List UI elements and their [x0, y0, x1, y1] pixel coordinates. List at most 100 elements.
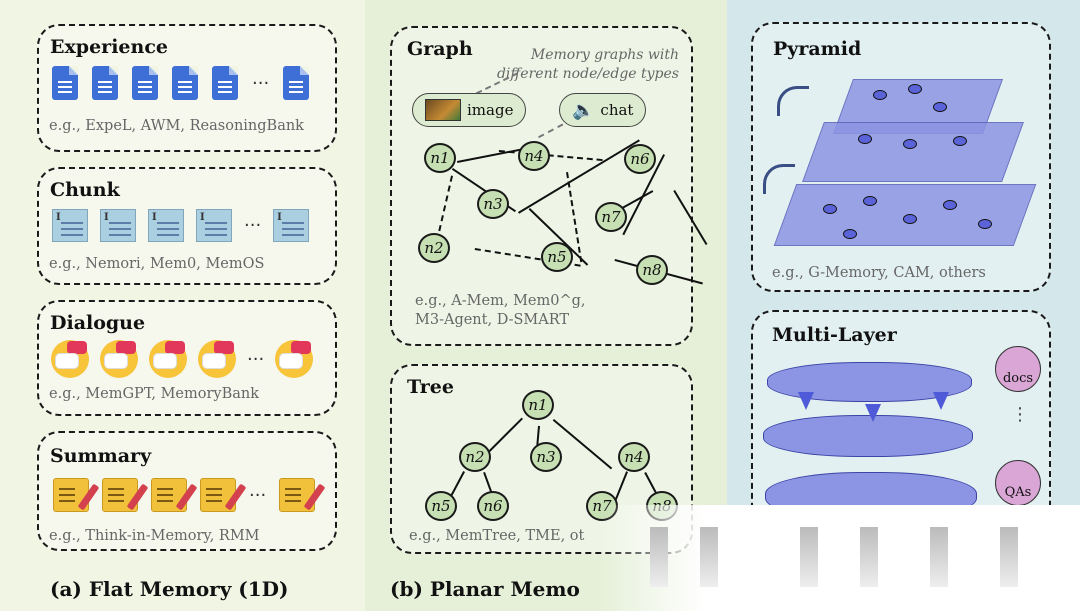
fade-stripe [930, 527, 948, 587]
chunk-icons: I I I I ··· I [52, 209, 310, 242]
curved-arrow-icon [763, 164, 795, 194]
audio-speaker-icon: 🔈 [572, 99, 595, 121]
chat-label: chat [600, 101, 634, 119]
chat-bubble-icon [100, 340, 138, 378]
text-chunk-icon: I [196, 209, 232, 242]
graph-examples-line1: e.g., A-Mem, Mem0^g, [415, 293, 586, 309]
graph-node-n5: n5 [541, 242, 573, 272]
graph-note: Memory graphs with different node/edge t… [497, 46, 679, 84]
summary-note-icon [102, 478, 149, 512]
docs-bubble: docs [995, 346, 1041, 392]
graph-node-n2: n2 [418, 233, 450, 263]
pyramid-node [903, 139, 917, 149]
experience-box: Experience ··· e.g., ExpeL, AWM, Reasoni… [37, 24, 337, 152]
document-icon [212, 66, 238, 100]
ellipsis: ··· [247, 348, 265, 370]
tree-title: Tree [407, 376, 454, 398]
chat-node-label: 🔈 chat [559, 93, 647, 127]
down-arrow-icon [798, 392, 814, 410]
chat-bubble-icon [198, 340, 236, 378]
text-chunk-icon: I [148, 209, 184, 242]
experience-title: Experience [50, 36, 168, 58]
summary-note-icon [279, 478, 326, 512]
planar-memory-caption: (b) Planar Memo [390, 577, 580, 601]
pyramid-examples: e.g., G-Memory, CAM, others [772, 265, 986, 281]
graph-node-n3: n3 [477, 189, 509, 219]
planar-memory-panel: Graph Memory graphs with different node/… [365, 0, 727, 611]
tree-node-n3: n3 [530, 442, 562, 472]
tree-node-n6: n6 [477, 491, 509, 521]
multilayer-title: Multi-Layer [772, 324, 897, 346]
document-icon [283, 66, 310, 100]
graph-node-n4: n4 [518, 141, 550, 171]
pyramid-node [873, 90, 887, 100]
vertical-ellipsis: ⋮ [1011, 404, 1029, 425]
document-icon [52, 66, 78, 100]
text-chunk-icon: I [52, 209, 88, 242]
summary-icons: ··· [53, 478, 326, 512]
tree-node-n1: n1 [522, 390, 554, 420]
flat-memory-caption: (a) Flat Memory (1D) [50, 577, 289, 601]
tree-node-n5: n5 [425, 491, 457, 521]
fade-stripe [800, 527, 818, 587]
fade-stripe [860, 527, 878, 587]
chunk-title: Chunk [50, 179, 120, 201]
summary-note-icon [200, 478, 247, 512]
summary-note-icon [151, 478, 198, 512]
pyramid-node [858, 134, 872, 144]
pyramid-node [863, 196, 877, 206]
chat-bubble-icon [149, 340, 187, 378]
document-icon [172, 66, 198, 100]
dialogue-examples: e.g., MemGPT, MemoryBank [49, 386, 260, 402]
graph-examples-line2: M3-Agent, D-SMART [415, 312, 570, 328]
tree-node-n2: n2 [459, 442, 491, 472]
dialogue-icons: ··· [51, 340, 314, 378]
down-arrow-icon [933, 392, 949, 410]
pyramid-node [843, 229, 857, 239]
summary-title: Summary [50, 445, 152, 467]
image-thumbnail-icon [425, 99, 461, 121]
pyramid-node [823, 204, 837, 214]
graph-note-line1: Memory graphs with [530, 47, 679, 63]
graph-box: Graph Memory graphs with different node/… [390, 26, 708, 346]
graph-node-n1: n1 [424, 143, 456, 173]
image-label: image [467, 101, 514, 119]
pyramid-node [978, 219, 992, 229]
tree-examples: e.g., MemTree, TME, ot [409, 528, 585, 544]
ellipsis: ··· [249, 484, 267, 506]
dialogue-title: Dialogue [50, 312, 146, 334]
image-node-label: image [412, 93, 527, 127]
chat-bubble-icon [275, 340, 314, 378]
fade-stripe [650, 527, 668, 587]
graph-title: Graph [407, 38, 473, 60]
summary-examples: e.g., Think-in-Memory, RMM [49, 528, 260, 544]
pyramid-node [933, 102, 947, 112]
fade-stripe [1000, 527, 1018, 587]
graph-node-n8: n8 [636, 255, 668, 285]
experience-examples: e.g., ExpeL, AWM, ReasoningBank [49, 118, 304, 134]
graph-note-line2: different node/edge types [496, 66, 679, 82]
graph-node-n7: n7 [595, 202, 627, 232]
pyramid-box: Pyramid e.g., G-Memory, CAM, others [751, 22, 1051, 292]
document-icon [132, 66, 158, 100]
graph-edge [673, 190, 708, 246]
document-icon [92, 66, 118, 100]
chat-bubble-icon [51, 340, 89, 378]
ellipsis: ··· [252, 72, 270, 94]
chunk-examples: e.g., Nemori, Mem0, MemOS [49, 256, 265, 272]
summary-box: Summary ··· e.g., Think-in-Memory, RMM [37, 431, 337, 551]
tree-node-n4: n4 [618, 442, 650, 472]
curved-arrow-icon [777, 86, 809, 116]
text-chunk-icon: I [100, 209, 136, 242]
pyramid-node [943, 200, 957, 210]
pyramid-node [953, 136, 967, 146]
dialogue-box: Dialogue ··· e.g., MemGPT, MemoryBank [37, 300, 337, 416]
tree-edge [552, 419, 613, 470]
chunk-box: Chunk I I I I ··· I e.g., Nemori, Mem0, … [37, 167, 337, 285]
pyramid-node [908, 84, 922, 94]
summary-note-icon [53, 478, 100, 512]
experience-icons: ··· [52, 66, 310, 100]
text-chunk-icon: I [273, 209, 310, 242]
docs-label: docs [1002, 371, 1034, 386]
